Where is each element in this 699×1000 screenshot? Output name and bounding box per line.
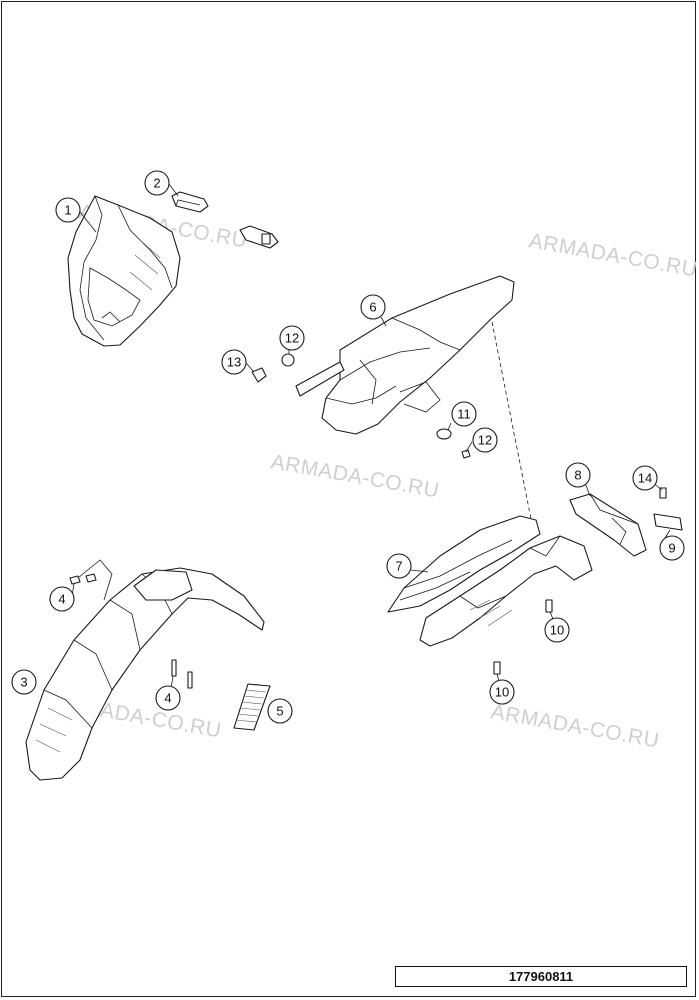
svg-text:1: 1	[64, 203, 71, 218]
callout-12: 12	[472, 427, 498, 453]
leader	[168, 183, 179, 197]
screw-set-10	[493, 599, 553, 675]
clamp-set	[171, 191, 279, 249]
svg-text:9: 9	[668, 541, 675, 556]
svg-text:10: 10	[495, 685, 509, 700]
callout-14: 14	[632, 465, 658, 491]
callout-9: 9	[659, 535, 685, 561]
watermark: ARMADA-CO.RU	[269, 450, 441, 502]
plate-holder	[569, 487, 683, 557]
svg-text:12: 12	[478, 433, 492, 448]
callout-12: 12	[279, 325, 305, 351]
leader	[79, 211, 97, 233]
callout-3: 3	[11, 669, 37, 695]
grip-strip	[233, 683, 271, 731]
callout-8: 8	[565, 462, 591, 488]
svg-text:13: 13	[227, 355, 241, 370]
svg-text:7: 7	[395, 559, 402, 574]
svg-text:4: 4	[164, 691, 171, 706]
leader	[410, 569, 429, 573]
callout-1: 1	[55, 197, 81, 223]
svg-text:4: 4	[58, 592, 65, 607]
callout-11: 11	[451, 401, 477, 427]
leader	[465, 441, 473, 453]
headlight-mask	[67, 195, 181, 347]
leader	[245, 362, 255, 373]
svg-text:5: 5	[276, 704, 283, 719]
screw-set	[69, 559, 193, 689]
callout-13: 13	[221, 349, 247, 375]
svg-text:10: 10	[550, 623, 564, 638]
callout-10: 10	[544, 617, 570, 643]
diagram-reference-number: 177960811	[395, 966, 687, 987]
leader	[447, 422, 452, 431]
svg-text:3: 3	[20, 675, 27, 690]
svg-text:2: 2	[153, 176, 160, 191]
callout-10: 10	[489, 679, 515, 705]
svg-text:12: 12	[285, 331, 299, 346]
svg-text:11: 11	[457, 407, 471, 422]
front-fender	[25, 567, 265, 781]
watermark: ARMADA-CO.RU	[527, 229, 699, 281]
watermark: ARMADA-CO.RU	[489, 700, 661, 752]
side-panel-right	[419, 535, 593, 647]
svg-text:8: 8	[574, 468, 581, 483]
callout-6: 6	[360, 294, 386, 320]
side-panel-left	[387, 515, 541, 613]
callout-7: 7	[386, 553, 412, 579]
svg-text:6: 6	[369, 300, 376, 315]
callout-4: 4	[155, 685, 181, 711]
alignment-line	[491, 321, 533, 525]
hardware-small	[251, 353, 471, 459]
callout-5: 5	[267, 698, 293, 724]
callout-2: 2	[144, 170, 170, 196]
rear-fender	[295, 275, 515, 435]
svg-text:14: 14	[638, 471, 652, 486]
callout-4: 4	[49, 586, 75, 612]
leader	[380, 316, 387, 327]
